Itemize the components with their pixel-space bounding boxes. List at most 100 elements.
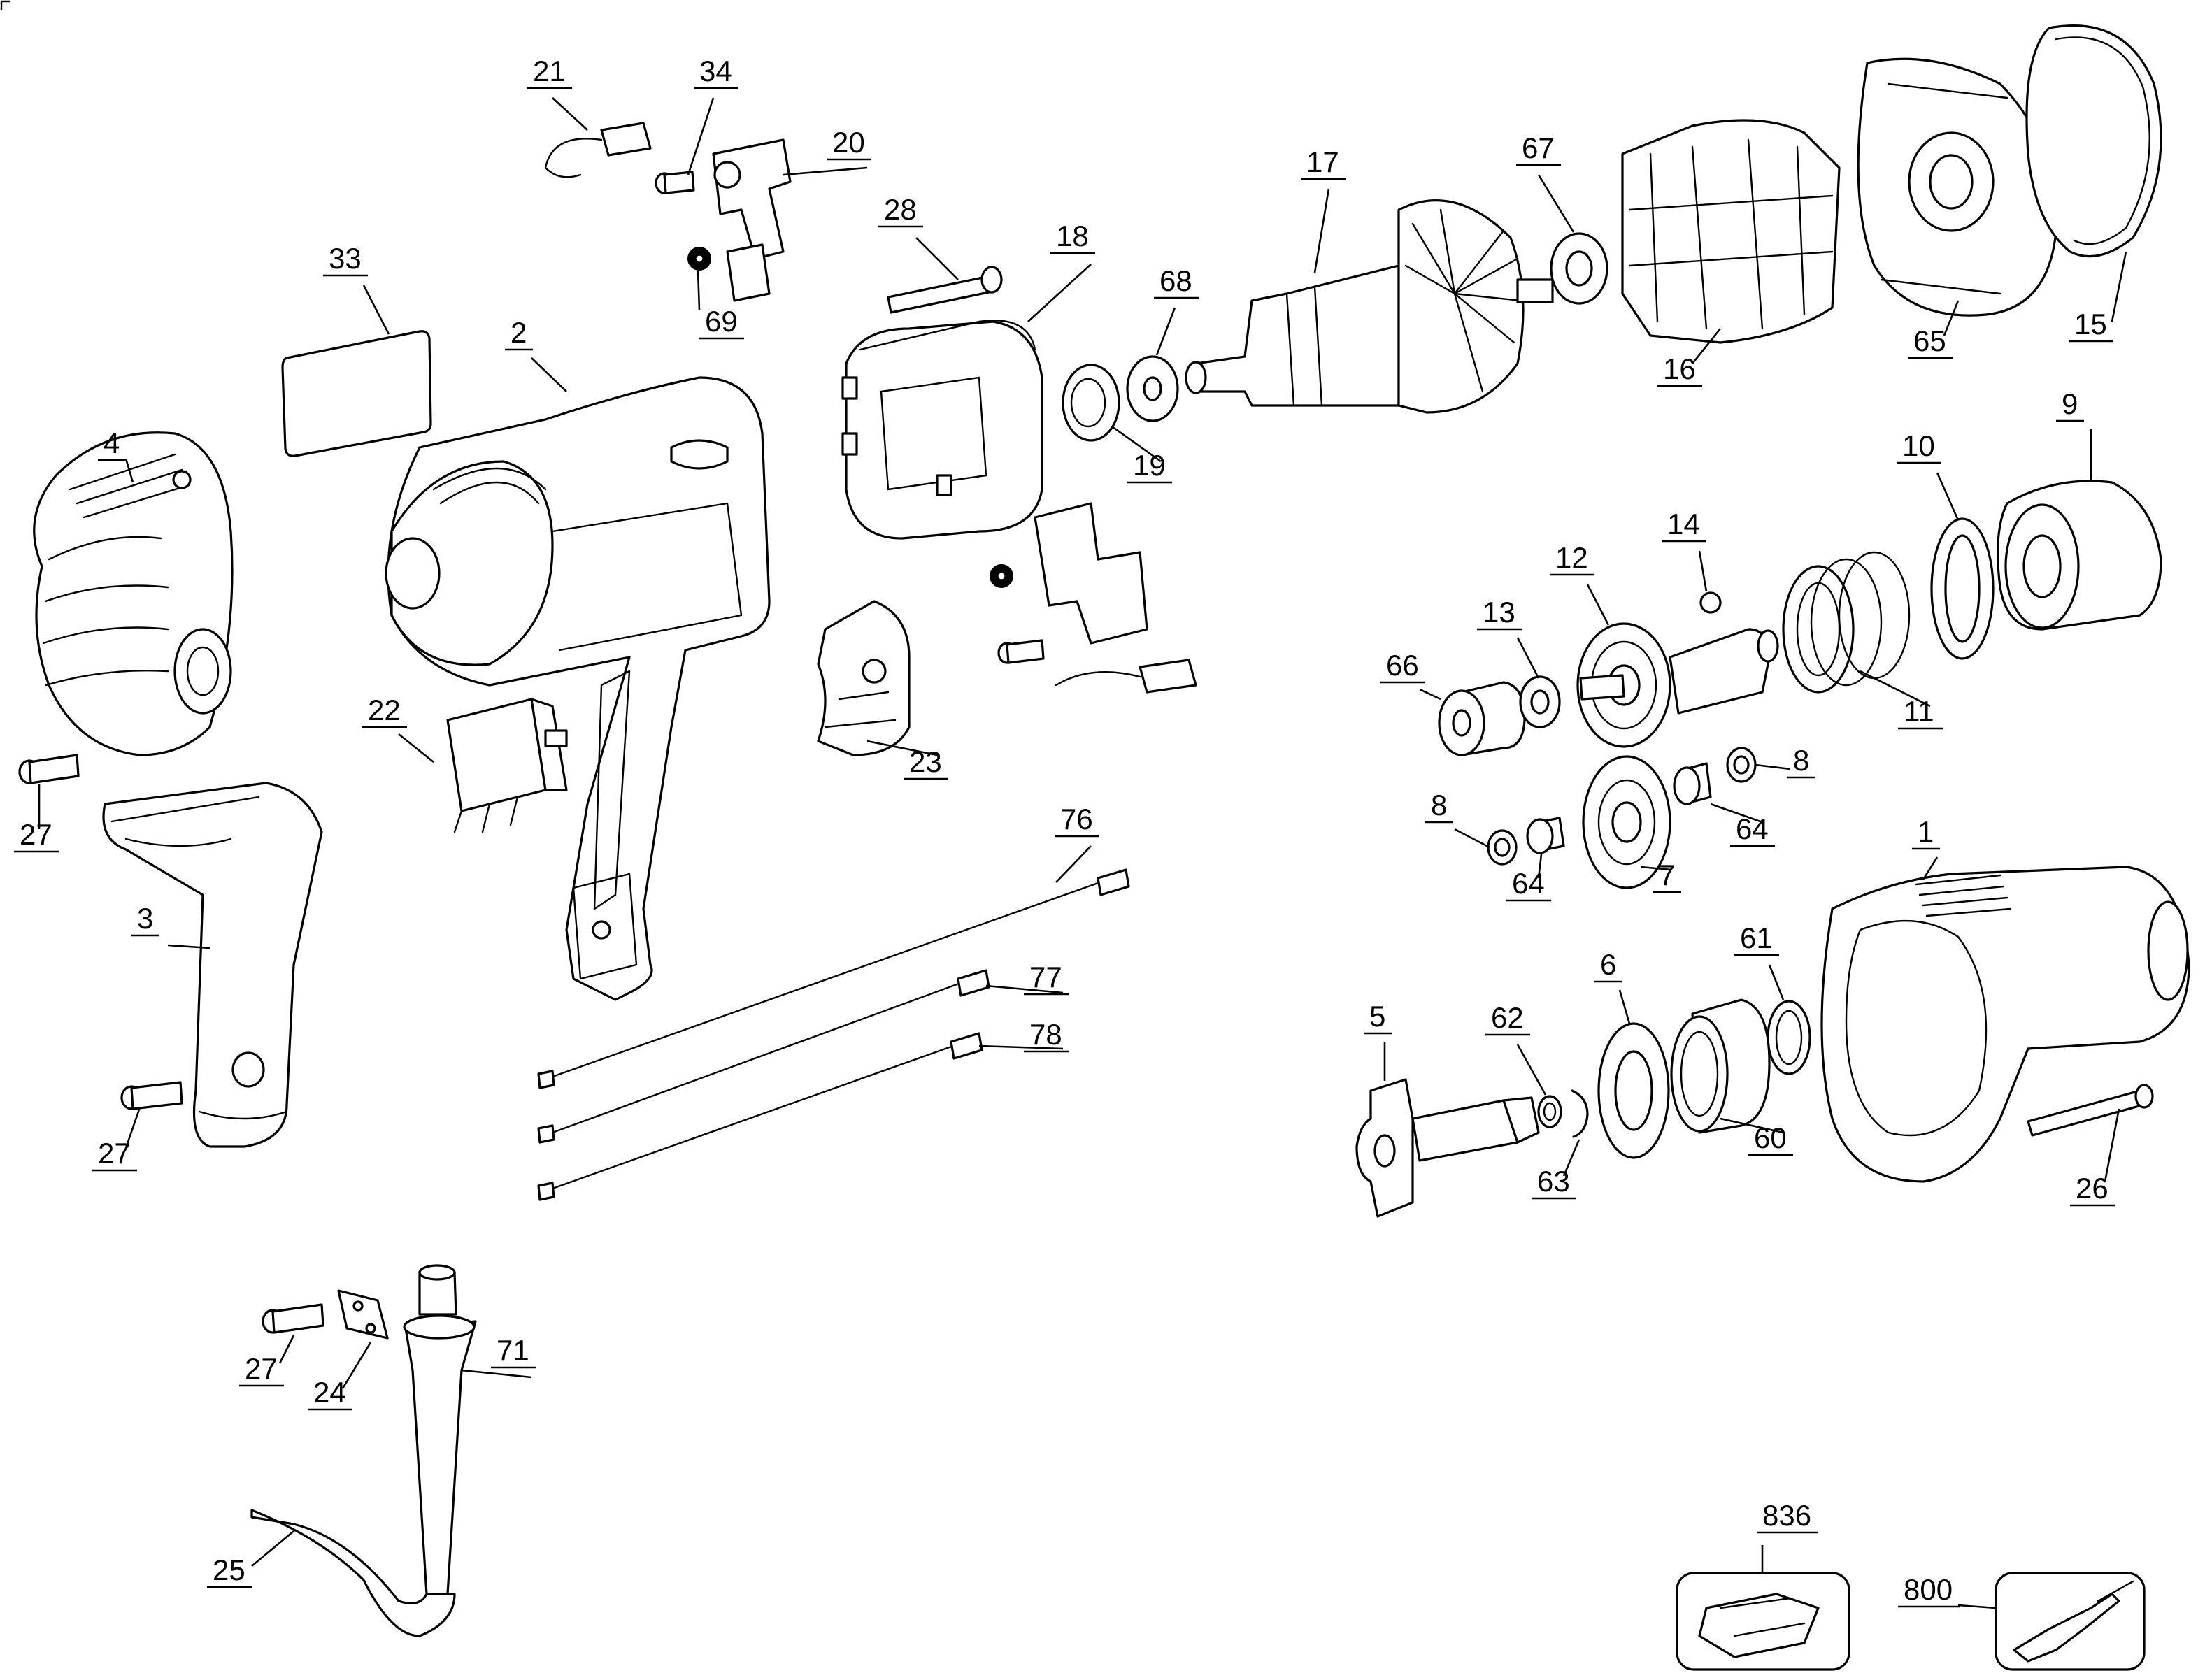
callout-number: 66 <box>1386 649 1419 682</box>
callout-part-16: 16 <box>1657 328 1722 387</box>
part-22-switch <box>446 698 568 833</box>
callout-number: 33 <box>329 242 362 275</box>
callout-number: 69 <box>705 305 738 338</box>
callout-leader <box>1720 1117 1784 1134</box>
part-17-armature <box>1185 199 1554 414</box>
callout-leader <box>1755 763 1791 770</box>
callout-part-3: 3 <box>131 902 210 949</box>
callout-number: 7 <box>1659 859 1675 891</box>
callout-leader <box>687 97 715 175</box>
callout-number: 10 <box>1902 429 1935 462</box>
callout-number: 13 <box>1483 596 1515 629</box>
callout-number: 3 <box>137 902 153 935</box>
callout-leader <box>552 97 588 131</box>
callout-part-15: 15 <box>2069 251 2127 343</box>
callout-number: 61 <box>1740 921 1773 954</box>
callout-leader <box>978 1044 1064 1050</box>
callout-part-33: 33 <box>323 242 390 335</box>
part-77-wire <box>537 969 990 1144</box>
callout-part-21: 21 <box>527 55 588 131</box>
callout-part-61: 61 <box>1734 921 1785 1000</box>
callout-part-14: 14 <box>1662 508 1708 592</box>
part-76-wire <box>537 868 1130 1089</box>
callout-part-27b: 27 <box>92 1107 141 1172</box>
part-23-insulator <box>817 600 911 756</box>
part-6-thrust-washer <box>1597 1022 1670 1159</box>
callout-leader <box>915 237 959 280</box>
part-2-housing <box>385 376 771 1001</box>
callout-part-77: 77 <box>985 961 1069 996</box>
callout-leader <box>1943 300 1960 336</box>
part-21-brush <box>544 122 652 178</box>
callout-number: 63 <box>1537 1165 1570 1198</box>
callout-number: 68 <box>1159 264 1192 297</box>
brush-holder-right <box>990 502 1197 694</box>
callout-part-25: 25 <box>207 1530 294 1588</box>
callout-part-17: 17 <box>1301 145 1346 273</box>
part-4-rear-cap <box>33 431 234 756</box>
callout-part-27c: 27 <box>239 1335 295 1387</box>
corner-mark <box>0 0 11 11</box>
callout-part-62: 62 <box>1485 1001 1547 1096</box>
callout-leader <box>278 1335 295 1364</box>
callout-number: 21 <box>533 55 566 87</box>
part-5-anvil <box>1355 1078 1540 1218</box>
part-836-case <box>1676 1572 1850 1671</box>
callout-number: 9 <box>2062 387 2078 420</box>
part-68-washer <box>1126 355 1179 422</box>
callout-leader <box>2111 251 2127 322</box>
callout-part-6: 6 <box>1594 948 1631 1024</box>
callout-part-34: 34 <box>687 55 738 175</box>
callout-leader <box>2104 1108 2120 1182</box>
part-62-o-ring <box>1537 1095 1562 1128</box>
callout-number: 8 <box>1431 789 1447 821</box>
callout-number: 67 <box>1522 131 1555 164</box>
part-24-cord-clamp <box>337 1289 389 1340</box>
callout-part-64a: 64 <box>1710 803 1775 847</box>
callout-number: 6 <box>1600 948 1616 981</box>
callout-leader <box>1618 989 1631 1024</box>
callout-leader <box>461 1369 532 1379</box>
callout-leader <box>362 285 390 335</box>
part-71-cord-guard <box>403 1264 477 1595</box>
callout-leader <box>531 357 567 392</box>
callout-leader <box>1537 174 1575 233</box>
part-28-long-screw <box>887 266 1003 314</box>
callout-number: 65 <box>1913 324 1946 357</box>
callout-number: 71 <box>497 1334 529 1367</box>
callout-leader <box>341 1342 372 1389</box>
callout-leader <box>1957 1604 1997 1609</box>
callout-leader <box>1027 264 1092 322</box>
callout-leader <box>1860 670 1931 708</box>
callout-part-69: 69 <box>697 269 744 340</box>
callout-leader <box>1768 964 1785 1000</box>
callout-part-23: 23 <box>866 740 948 780</box>
callout-leader <box>1537 854 1543 879</box>
callout-leader <box>1710 803 1763 824</box>
callout-part-76: 76 <box>1055 803 1099 883</box>
callout-part-20: 20 <box>783 126 871 176</box>
callout-leader <box>1516 637 1540 679</box>
callout-leader <box>1155 307 1176 356</box>
part-78-wire <box>537 1032 983 1201</box>
part-7-bearing <box>1582 755 1671 889</box>
part-63-retaining-ring <box>1571 1089 1589 1138</box>
part-26-screw <box>2027 1084 2154 1137</box>
callout-leader <box>1691 328 1722 364</box>
callout-leader <box>124 458 134 483</box>
callout-number: 5 <box>1369 1000 1385 1033</box>
callout-leader <box>1936 472 1960 521</box>
part-8-washer-a <box>1726 747 1757 783</box>
callout-leader <box>398 733 434 763</box>
callout-leader <box>1586 584 1610 626</box>
part-34-screw <box>655 171 695 194</box>
callout-number: 12 <box>1555 541 1588 574</box>
callout-part-26: 26 <box>2070 1108 2120 1207</box>
callout-leader <box>1313 188 1330 273</box>
callout-part-68: 68 <box>1154 264 1199 356</box>
callout-number: 15 <box>2074 308 2107 340</box>
part-14-ball <box>1699 591 1722 614</box>
callout-leader <box>1640 866 1672 871</box>
part-3-handle <box>102 782 323 1148</box>
